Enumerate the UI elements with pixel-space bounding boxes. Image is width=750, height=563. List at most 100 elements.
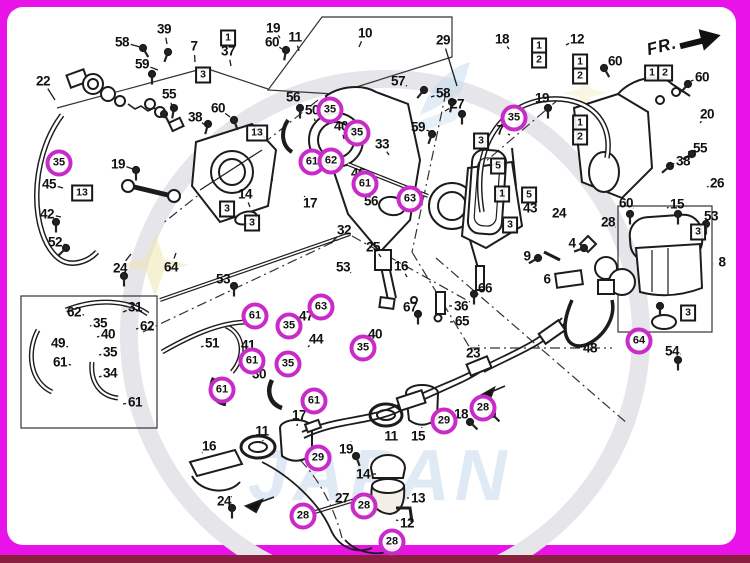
part-number-4: 4: [568, 235, 576, 251]
highlighted-callout-29[interactable]: 29: [304, 444, 332, 472]
highlighted-callout-28[interactable]: 28: [378, 528, 406, 556]
part-number-18: 18: [494, 31, 510, 47]
part-number-38: 38: [675, 153, 691, 169]
part-number-7: 7: [190, 38, 198, 54]
front-direction-indicator: FR.: [644, 17, 726, 65]
part-number-28: 28: [600, 214, 616, 230]
part-number-11: 11: [288, 29, 302, 45]
part-number-55: 55: [692, 140, 708, 156]
part-number-18: 18: [453, 406, 469, 422]
part-number-11: 11: [255, 423, 269, 439]
boxed-ref-3: 3: [680, 304, 696, 322]
part-number-10: 10: [357, 25, 373, 41]
highlighted-callout-35[interactable]: 35: [349, 334, 377, 362]
part-number-36: 36: [453, 298, 469, 314]
part-number-61: 61: [52, 354, 68, 370]
highlighted-callout-62[interactable]: 62: [317, 147, 345, 175]
highlighted-callout-64[interactable]: 64: [625, 327, 653, 355]
boxed-ref-3: 3: [244, 214, 260, 232]
carb-body-left: [144, 98, 278, 226]
boxed-ref-1: 1: [494, 185, 510, 203]
part-number-60: 60: [264, 34, 280, 50]
highlighted-callout-28[interactable]: 28: [289, 502, 317, 530]
part-number-38: 38: [187, 109, 203, 125]
part-number-62: 62: [139, 318, 155, 334]
part-number-52: 52: [47, 234, 63, 250]
part-number-39: 39: [156, 21, 172, 37]
part-number-25: 25: [365, 239, 381, 255]
highlighted-callout-35[interactable]: 35: [45, 149, 73, 177]
part-number-17: 17: [302, 195, 318, 211]
highlighted-callout-35[interactable]: 35: [500, 104, 528, 132]
highlighted-callout-35[interactable]: 35: [275, 312, 303, 340]
part-number-35: 35: [92, 315, 108, 331]
part-number-7: 7: [496, 122, 504, 138]
part-number-27: 27: [334, 490, 350, 506]
part-number-24: 24: [551, 205, 567, 221]
highlighted-callout-35[interactable]: 35: [316, 96, 344, 124]
part-number-19: 19: [338, 441, 354, 457]
part-number-23: 23: [465, 345, 481, 361]
part-number-51: 51: [204, 335, 220, 351]
part-number-60: 60: [694, 69, 710, 85]
boxed-ref-5: 5: [490, 157, 506, 175]
part-number-12: 12: [399, 515, 415, 531]
part-number-60: 60: [607, 53, 623, 69]
highlighted-callout-28[interactable]: 28: [350, 492, 378, 520]
part-number-20: 20: [699, 106, 715, 122]
highlighted-callout-61[interactable]: 61: [208, 376, 236, 404]
boxed-ref-3: 3: [473, 132, 489, 150]
part-number-44: 44: [308, 331, 324, 347]
part-number-17: 17: [291, 407, 307, 423]
fr-label: FR.: [644, 33, 679, 60]
boxed-ref-3: 3: [219, 200, 235, 218]
part-number-66: 66: [477, 280, 493, 296]
part-number-33: 33: [374, 136, 390, 152]
highlighted-callout-61[interactable]: 61: [238, 347, 266, 375]
part-number-16: 16: [393, 258, 409, 274]
part-number-6: 6: [543, 271, 551, 287]
highlighted-callout-61[interactable]: 61: [351, 170, 379, 198]
part-number-55: 55: [161, 86, 177, 102]
part-number-11: 11: [384, 428, 398, 444]
part-number-19: 19: [110, 156, 126, 172]
part-number-13: 13: [410, 490, 426, 506]
part-number-9: 9: [523, 248, 531, 264]
highlighted-callout-63[interactable]: 63: [396, 185, 424, 213]
valve-cluster: [543, 234, 636, 296]
boxed-ref-2: 2: [657, 64, 673, 82]
part-number-58: 58: [435, 85, 451, 101]
part-number-14: 14: [355, 466, 371, 482]
part-number-48: 48: [582, 340, 598, 356]
highlighted-callout-29[interactable]: 29: [430, 407, 458, 435]
part-number-12: 12: [569, 31, 585, 47]
part-number-40: 40: [100, 326, 116, 342]
part-number-19: 19: [265, 20, 281, 36]
boxed-ref-3: 3: [195, 66, 211, 84]
carburetor-parts: [28, 42, 711, 555]
part-number-60: 60: [618, 195, 634, 211]
highlighted-callout-61[interactable]: 61: [300, 387, 328, 415]
part-number-42: 42: [39, 206, 55, 222]
part-number-59: 59: [134, 56, 150, 72]
highlighted-callout-35[interactable]: 35: [343, 119, 371, 147]
boxed-ref-5: 5: [521, 186, 537, 204]
part-number-45: 45: [41, 176, 57, 192]
part-number-27: 27: [449, 96, 465, 112]
highlighted-callout-63[interactable]: 63: [307, 293, 335, 321]
part-number-14: 14: [237, 186, 253, 202]
part-number-53: 53: [335, 259, 351, 275]
part-number-57: 57: [390, 73, 406, 89]
boxed-ref-3: 3: [690, 223, 706, 241]
highlighted-callout-28[interactable]: 28: [469, 394, 497, 422]
boxed-ref-2: 2: [572, 128, 588, 146]
float-bowl: [628, 213, 704, 330]
highlighted-callout-61[interactable]: 61: [241, 302, 269, 330]
part-number-49: 49: [50, 335, 66, 351]
highlighted-callout-35[interactable]: 35: [274, 350, 302, 378]
jets: [410, 147, 517, 323]
carb-body-right: [572, 76, 691, 200]
part-number-56: 56: [363, 193, 379, 209]
